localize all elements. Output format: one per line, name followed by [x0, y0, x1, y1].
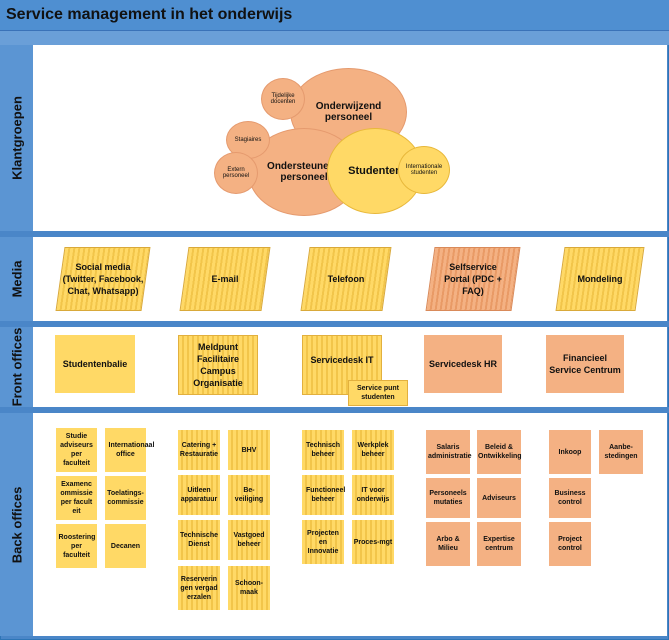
back-technische-dienst: Technische Dienst [178, 520, 220, 560]
media-selfservice-portal: Selfservice Portal (PDC + FAQ) [425, 247, 521, 311]
media-email: E-mail [179, 247, 271, 311]
lane-label-media: Media [0, 237, 33, 321]
lane-separator [0, 321, 669, 327]
back-studie-adviseurs: Studie adviseurs per faculteit [56, 428, 97, 472]
back-beveiliging: Be-veiliging [228, 475, 270, 515]
front-studentenbalie: Studentenbalie [55, 335, 135, 393]
back-proces-mgt: Proces-mgt [352, 520, 394, 564]
back-it-voor-onderwijs: IT voor onderwijs [352, 475, 394, 515]
media-telefoon: Telefoon [300, 247, 392, 311]
back-project-control: Project control [549, 522, 591, 566]
lane-label-text: Media [9, 260, 24, 298]
back-aanbestedingen: Aanbe-stedingen [599, 430, 643, 474]
back-business-control: Business control [549, 478, 591, 518]
back-beleid-ontwikkeling: Beleid & Ontwikkeling [477, 430, 522, 474]
back-functioneel-beheer: Functioneel beheer [302, 475, 345, 515]
lane-label-front-offices: Front offices [0, 327, 33, 407]
page-title: Service management in het onderwijs [6, 6, 293, 23]
lane-label-klantgroepen: Klantgroepen [0, 45, 33, 231]
back-adviseurs: Adviseurs [477, 478, 521, 518]
ellipse-internationale-studenten: Internationale studenten [398, 146, 450, 194]
media-mondeling: Mondeling [555, 247, 645, 311]
back-internationaal-office: Internationaal office [105, 428, 154, 472]
lane-separator [0, 231, 669, 237]
title-subbar [0, 30, 669, 45]
back-projecten-innovatie: Projecten en Innovatie [302, 520, 344, 564]
back-salaris-administratie: Salaris administratie [426, 430, 472, 474]
lane-label-text: Front offices [9, 327, 24, 407]
back-technisch-beheer: Technisch beheer [302, 430, 344, 470]
back-catering: Catering + Restauratie [178, 430, 220, 470]
back-arbo-milieu: Arbo & Milieu [426, 522, 470, 566]
media-social: Social media (Twitter, Facebook, Chat, W… [55, 247, 151, 311]
lane-label-back-offices: Back offices [0, 413, 33, 636]
back-toelatingscommissie: Toelatings-commissie [105, 476, 146, 520]
back-werkplek-beheer: Werkplek beheer [352, 430, 394, 470]
back-bhv: BHV [228, 430, 270, 470]
back-roostering: Roostering per faculteit [56, 524, 97, 568]
back-expertise-centrum: Expertise centrum [477, 522, 521, 566]
front-meldpunt-facilitaire: Meldpunt Facilitaire Campus Organisatie [178, 335, 258, 395]
lane-separator [0, 407, 669, 413]
back-inkoop: Inkoop [549, 430, 591, 474]
title-bar: Service management in het onderwijs [0, 0, 669, 30]
back-examencommissie: Examencommissie per faculteit [56, 476, 97, 520]
lane-label-text: Back offices [9, 486, 24, 563]
back-schoonmaak: Schoon-maak [228, 566, 270, 610]
front-servicedesk-hr: Servicedesk HR [424, 335, 502, 393]
back-decanen: Decanen [105, 524, 146, 568]
front-financieel-service-centrum: Financieel Service Centrum [546, 335, 624, 393]
ellipse-extern-personeel: Extern personeel [214, 152, 258, 194]
back-reserveringen-vergaderzalen: Reserveringen vergaderzalen [178, 566, 220, 610]
back-vastgoed-beheer: Vastgoed beheer [228, 520, 270, 560]
back-personeels-mutaties: Personeels mutaties [426, 478, 470, 518]
back-uitleen-apparatuur: Uitleen apparatuur [178, 475, 220, 515]
front-servicepunt-studenten: Service punt studenten [348, 380, 408, 406]
ellipse-tijdelijke-docenten: Tijdelijke docenten [261, 78, 305, 120]
lane-label-text: Klantgroepen [9, 96, 24, 180]
